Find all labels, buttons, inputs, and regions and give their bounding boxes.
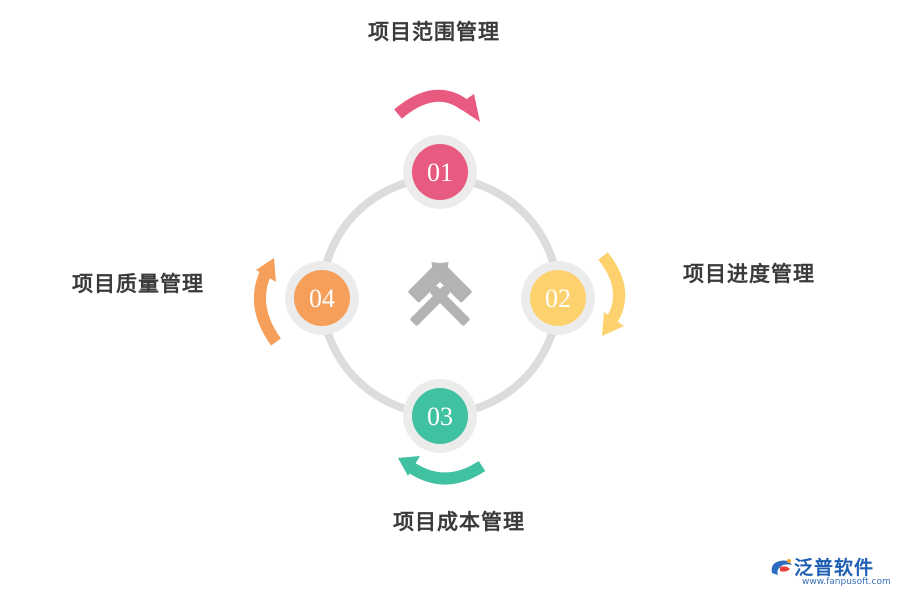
arrow-bottom-head-icon xyxy=(398,456,420,476)
stage-label-schedule: 项目进度管理 xyxy=(683,261,815,286)
arrow-left-icon xyxy=(254,269,281,346)
arrow-top-head-icon xyxy=(456,94,480,122)
stage-node-01: 01 xyxy=(403,135,477,209)
stage-number-03: 03 xyxy=(427,402,453,431)
stage-number-01: 01 xyxy=(427,158,453,187)
brand-name: 泛普软件 xyxy=(794,557,875,579)
stage-number-04: 04 xyxy=(309,284,335,313)
stage-label-cost: 项目成本管理 xyxy=(393,509,525,534)
stage-number-02: 02 xyxy=(545,284,571,313)
fanpu-logo-icon xyxy=(771,559,792,575)
arrow-right-icon xyxy=(598,252,626,324)
arrow-right-head-icon xyxy=(602,312,624,336)
arrow-left-head-icon xyxy=(256,258,276,282)
arrow-bottom-icon xyxy=(408,460,486,485)
brand-url: www.fanpusoft.com xyxy=(802,577,891,587)
stage-node-04: 04 xyxy=(285,261,359,335)
brand-watermark: 泛普软件 www.fanpusoft.com xyxy=(768,553,892,593)
stage-node-03: 03 xyxy=(403,379,477,453)
crossed-hammers-icon xyxy=(408,262,472,326)
stage-label-quality: 项目质量管理 xyxy=(72,271,204,296)
arrow-top-icon xyxy=(394,89,470,119)
stage-label-scope: 项目范围管理 xyxy=(368,19,500,44)
stage-node-02: 02 xyxy=(521,261,595,335)
